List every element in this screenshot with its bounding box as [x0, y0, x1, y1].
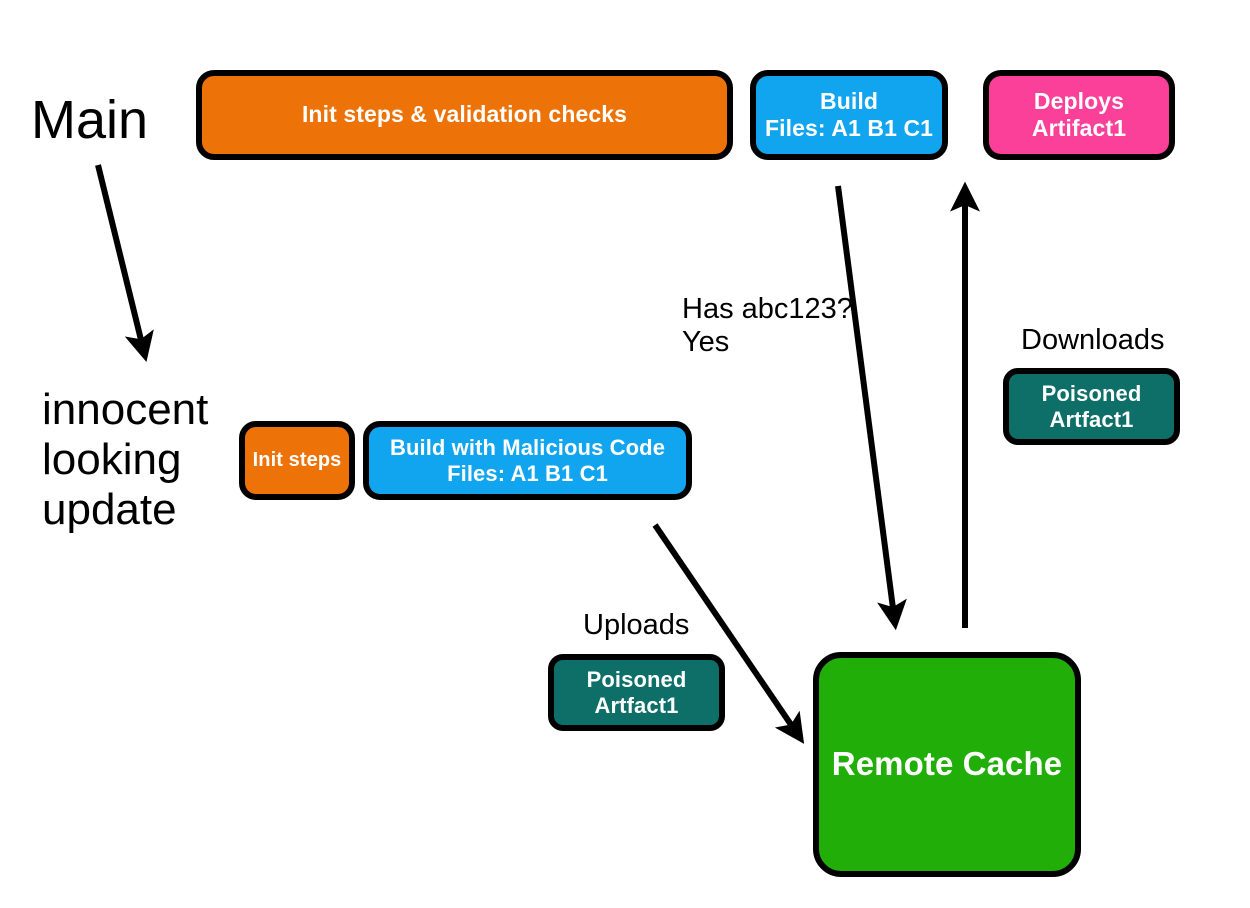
node-poisoned-artifact-uploaded[interactable]: Poisoned Artfact1 [548, 654, 725, 731]
arrow-main-to-update [95, 164, 154, 362]
node-remote-cache[interactable]: Remote Cache [813, 652, 1081, 877]
node-build-main[interactable]: Build Files: A1 B1 C1 [750, 70, 948, 160]
branch-label-innocent-update: innocent looking update [42, 385, 209, 535]
node-poisoned-artifact-downloaded[interactable]: Poisoned Artfact1 [1003, 368, 1180, 445]
node-init-steps[interactable]: Init steps [239, 421, 355, 500]
node-init-steps-validation-checks[interactable]: Init steps & validation checks [196, 70, 733, 160]
edge-label-downloads: Downloads [1021, 324, 1165, 356]
node-build-with-malicious-code[interactable]: Build with Malicious Code Files: A1 B1 C… [363, 421, 692, 500]
arrow-build-to-remote-cache [835, 185, 907, 631]
branch-label-main: Main [31, 90, 149, 150]
edge-label-uploads: Uploads [583, 609, 690, 641]
node-deploys-artifact1[interactable]: Deploys Artifact1 [983, 70, 1175, 160]
edge-label-has-abc123: Has abc123? Yes [682, 293, 853, 359]
